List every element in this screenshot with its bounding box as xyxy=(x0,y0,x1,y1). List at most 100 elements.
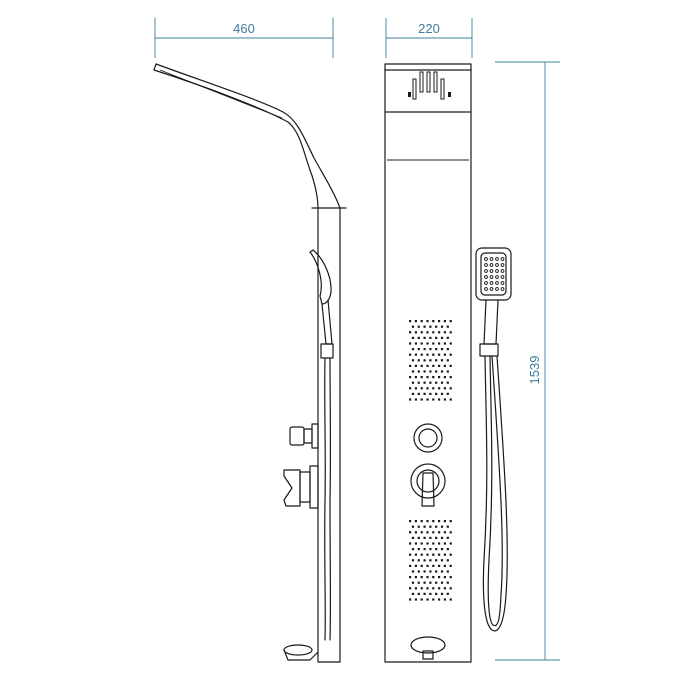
jet-hole xyxy=(435,570,438,573)
front-view xyxy=(384,63,512,663)
jet-hole xyxy=(414,342,417,345)
jet-hole xyxy=(417,536,420,539)
jet-hole xyxy=(432,531,435,534)
jet-hole xyxy=(417,348,420,351)
jet-hole xyxy=(420,564,423,567)
jet-hole xyxy=(423,559,426,562)
jet-hole xyxy=(440,392,444,395)
jet-hole xyxy=(423,381,426,384)
jet-hole xyxy=(438,542,441,545)
spray-hole xyxy=(489,275,494,279)
jet-hole xyxy=(449,353,452,356)
jet-hole xyxy=(409,553,412,556)
jet-hole xyxy=(420,364,423,367)
jet-hole xyxy=(432,598,435,601)
jet-hole xyxy=(411,536,415,539)
jet-hole xyxy=(449,364,452,367)
jet-hole xyxy=(423,525,426,528)
jet-hole xyxy=(409,398,412,401)
jet-hole xyxy=(438,520,441,523)
jet-hole xyxy=(417,570,420,573)
jet-hole xyxy=(449,542,452,545)
jet-hole xyxy=(440,325,444,328)
jet-hole xyxy=(432,387,435,390)
jet-hole xyxy=(435,559,438,562)
jet-hole xyxy=(423,336,426,339)
side-view xyxy=(153,63,347,663)
spray-hole xyxy=(500,281,505,285)
jet-hole xyxy=(414,376,417,379)
jet-hole xyxy=(446,525,449,528)
jet-hole xyxy=(426,587,429,590)
jet-hole xyxy=(432,564,435,567)
jet-hole xyxy=(409,320,412,323)
jet-hole xyxy=(429,581,432,584)
jet-hole xyxy=(429,525,432,528)
jet-hole xyxy=(417,548,420,551)
jet-hole xyxy=(409,587,412,590)
jet-hole xyxy=(446,592,449,595)
hose-front xyxy=(482,355,508,632)
temperature-knob-side xyxy=(289,423,319,449)
jet-hole xyxy=(423,370,426,373)
jet-hole xyxy=(432,398,435,401)
jet-hole xyxy=(432,342,435,345)
jet-hole xyxy=(420,342,423,345)
jet-hole xyxy=(423,325,426,328)
nozzle-dot xyxy=(448,92,451,97)
nozzle-slot xyxy=(412,78,417,100)
hose-side xyxy=(324,357,332,641)
jet-hole xyxy=(435,336,438,339)
jet-hole xyxy=(435,325,438,328)
jet-hole xyxy=(435,581,438,584)
dimension-height: 1539 xyxy=(495,61,560,661)
jet-hole xyxy=(435,548,438,551)
spray-hole xyxy=(484,281,488,285)
jet-hole xyxy=(429,336,432,339)
jet-hole xyxy=(411,325,415,328)
jet-hole xyxy=(409,576,412,579)
nozzle-dot xyxy=(408,92,411,97)
jet-hole xyxy=(432,587,435,590)
jet-hole xyxy=(420,576,423,579)
jet-hole xyxy=(409,520,412,523)
bottom-spout-side xyxy=(283,644,319,661)
jet-hole xyxy=(449,564,452,567)
jet-hole xyxy=(423,581,426,584)
jet-hole xyxy=(449,553,452,556)
jet-hole xyxy=(449,587,452,590)
jet-hole xyxy=(420,331,423,334)
jet-hole xyxy=(449,398,452,401)
jet-hole xyxy=(446,370,449,373)
dimension-side-width: 460 xyxy=(154,18,334,58)
jet-hole xyxy=(411,570,415,573)
jet-hole xyxy=(449,576,452,579)
jet-hole xyxy=(414,353,417,356)
jet-hole xyxy=(429,392,432,395)
jet-hole xyxy=(414,387,417,390)
jet-hole xyxy=(426,576,429,579)
jet-hole xyxy=(409,376,412,379)
temperature-dial xyxy=(413,423,443,453)
jet-hole xyxy=(438,387,441,390)
jet-hole xyxy=(417,336,420,339)
jet-hole xyxy=(411,592,415,595)
jet-hole xyxy=(449,387,452,390)
jet-hole xyxy=(440,381,444,384)
spray-hole xyxy=(495,269,499,273)
jet-hole xyxy=(440,581,444,584)
jet-hole xyxy=(438,376,441,379)
jet-hole xyxy=(435,348,438,351)
jet-hole xyxy=(414,520,417,523)
jet-hole xyxy=(411,548,415,551)
jet-hole xyxy=(426,376,429,379)
mixer-handle xyxy=(410,463,446,507)
jet-hole xyxy=(446,536,449,539)
jet-hole xyxy=(440,359,444,362)
jet-hole xyxy=(409,531,412,534)
jet-hole xyxy=(446,348,449,351)
jet-hole xyxy=(449,342,452,345)
jet-hole xyxy=(440,536,444,539)
jet-hole xyxy=(435,525,438,528)
